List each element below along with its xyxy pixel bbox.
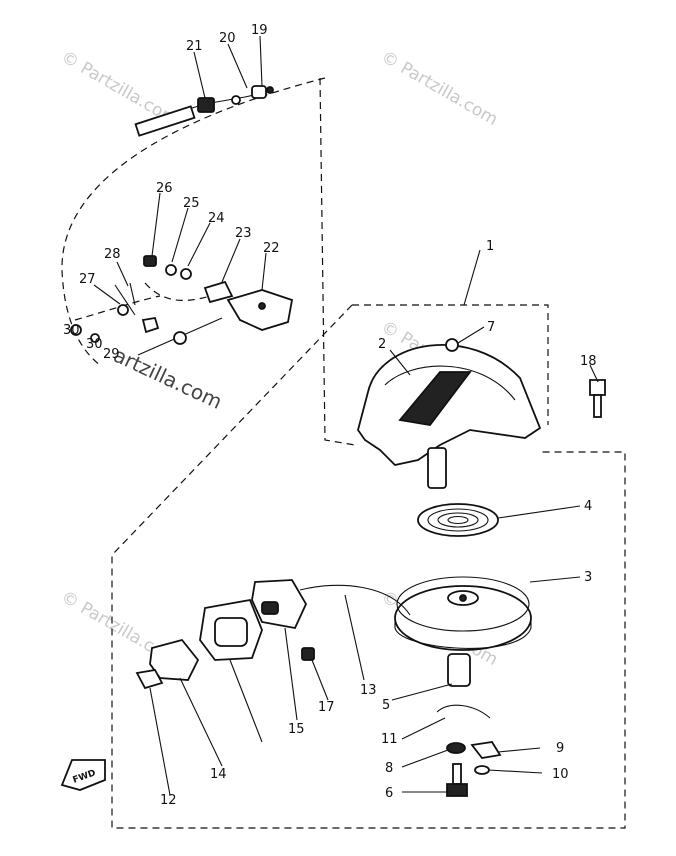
part-number-29: 29	[103, 347, 120, 362]
part-number-23: 23	[235, 226, 252, 241]
part-number-7: 7	[487, 320, 495, 335]
part-number-1: 1	[486, 239, 494, 254]
spiral-spring	[417, 503, 499, 537]
part-number-14: 14	[210, 767, 227, 782]
cable-assembly	[134, 85, 274, 137]
part-number-6: 6	[385, 786, 393, 801]
part-number-24: 24	[208, 211, 225, 226]
group-outlines	[61, 77, 626, 829]
part-number-21: 21	[186, 39, 203, 54]
starter-housing	[357, 338, 606, 489]
part-number-4: 4	[584, 499, 592, 514]
part-number-20: 20	[219, 31, 236, 46]
part-number-9: 9	[556, 741, 564, 756]
link-bracket-group	[70, 255, 294, 356]
part-number-5: 5	[382, 698, 390, 713]
watermark: artzilla.com	[110, 343, 226, 414]
part-number-19: 19	[251, 23, 268, 38]
part-labels: 21 20 19 26 25 24 23 22 28 27 30 30 29 1…	[63, 23, 597, 808]
watermark: © Partzilla.com	[378, 47, 502, 130]
part-number-2: 2	[378, 337, 386, 352]
leader-lines	[93, 35, 599, 796]
part-number-18: 18	[580, 354, 597, 369]
part-number-30: 30	[63, 323, 80, 338]
part-number-10: 10	[552, 767, 569, 782]
part-number-17: 17	[318, 700, 335, 715]
part-number-25: 25	[183, 196, 200, 211]
starter-rope	[299, 584, 411, 616]
part-number-11: 11	[381, 732, 398, 747]
part-number-28: 28	[104, 247, 121, 262]
part-number-8: 8	[385, 761, 393, 776]
part-number-12: 12	[160, 793, 177, 808]
small-parts	[301, 647, 502, 797]
part-number-15: 15	[288, 722, 305, 737]
part-number-26: 26	[156, 181, 173, 196]
part-number-13: 13	[360, 683, 377, 698]
part-number-3: 3	[584, 570, 592, 585]
part-number-22: 22	[263, 241, 280, 256]
sheave-drum	[394, 576, 532, 651]
fwd-arrow: FWD	[60, 759, 106, 791]
part-number-30: 30	[86, 337, 103, 352]
handle-assembly	[135, 579, 308, 690]
part-number-27: 27	[79, 272, 96, 287]
